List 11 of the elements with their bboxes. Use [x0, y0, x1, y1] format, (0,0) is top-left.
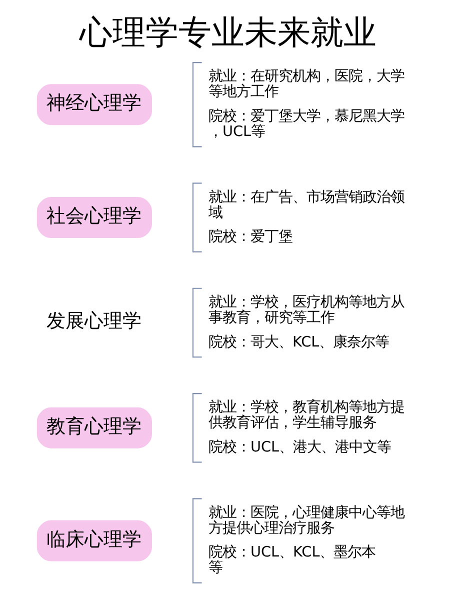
- node-text: 就业：学校，医疗机构等地方从事教育，研究等工作 院校：哥大、KCL、康奈尔等: [208, 294, 404, 350]
- node-text: 发展心理学: [46, 311, 142, 332]
- node-text: 就业：在广告、市场营销政治领域 院校：爱丁堡: [208, 189, 404, 246]
- node-text: 就业：学校，教育机构等地方提供教育评估，学生辅导服务 院校：UCL、港大、港中文等: [208, 400, 404, 456]
- diagram-title: 心理学专业未来就业: [79, 12, 376, 52]
- node-box: 临床心理学: [36, 520, 152, 562]
- node-box: 神经心理学: [36, 84, 152, 126]
- node-text: 就业：在研究机构，医院，大学等地方工作 院校：爱丁堡大学，慕尼黑大学，UCL等: [208, 68, 404, 140]
- node-box: 社会心理学: [36, 197, 152, 238]
- node-box: 教育心理学: [36, 407, 152, 448]
- node-text: 就业：医院，心理健康中心等地方提供心理治疗服务 院校：UCL、KCL、墨尔本等: [208, 504, 404, 576]
